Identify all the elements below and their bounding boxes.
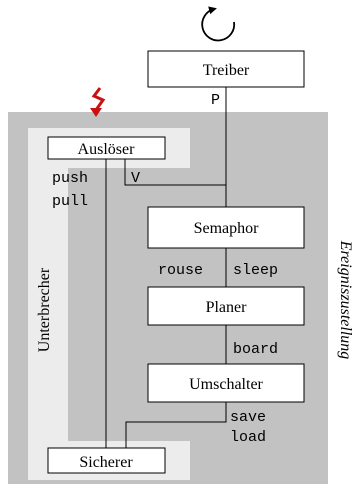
umschalter-box: Umschalter: [147, 363, 305, 403]
ausloeser-box: Auslöser: [47, 136, 166, 160]
sleep-label: sleep: [233, 262, 278, 279]
planer-label: Planer: [206, 299, 248, 316]
unterbrecher-label: Unterbrecher: [36, 267, 53, 352]
rouse-label: rouse: [158, 262, 203, 279]
ereigniszustellung-label: Ereigniszustellung: [337, 240, 354, 360]
umschalter-label: Umschalter: [189, 376, 263, 393]
sicherer-label: Sicherer: [79, 454, 133, 471]
board-label: board: [233, 341, 278, 358]
treiber-box: Treiber: [147, 50, 305, 88]
v-label: V: [131, 170, 140, 187]
load-label: load: [230, 429, 266, 446]
pull-label: pull: [52, 193, 88, 210]
planer-box: Planer: [147, 286, 305, 326]
sicherer-box: Sicherer: [47, 447, 166, 474]
push-label: push: [52, 170, 88, 187]
ausloeser-label: Auslöser: [78, 141, 136, 158]
v-connection-line: [124, 159, 226, 186]
treiber-label: Treiber: [203, 62, 250, 79]
unterbrecher-region: [28, 128, 190, 480]
save-label: save: [230, 409, 266, 426]
p-label: P: [211, 92, 220, 109]
umschalter-sicherer-line: [125, 402, 227, 448]
circular-arrow-icon: [201, 6, 236, 42]
semaphor-label: Semaphor: [194, 220, 260, 237]
semaphor-box: Semaphor: [147, 206, 305, 249]
lightning-bolt-icon: [90, 87, 106, 117]
